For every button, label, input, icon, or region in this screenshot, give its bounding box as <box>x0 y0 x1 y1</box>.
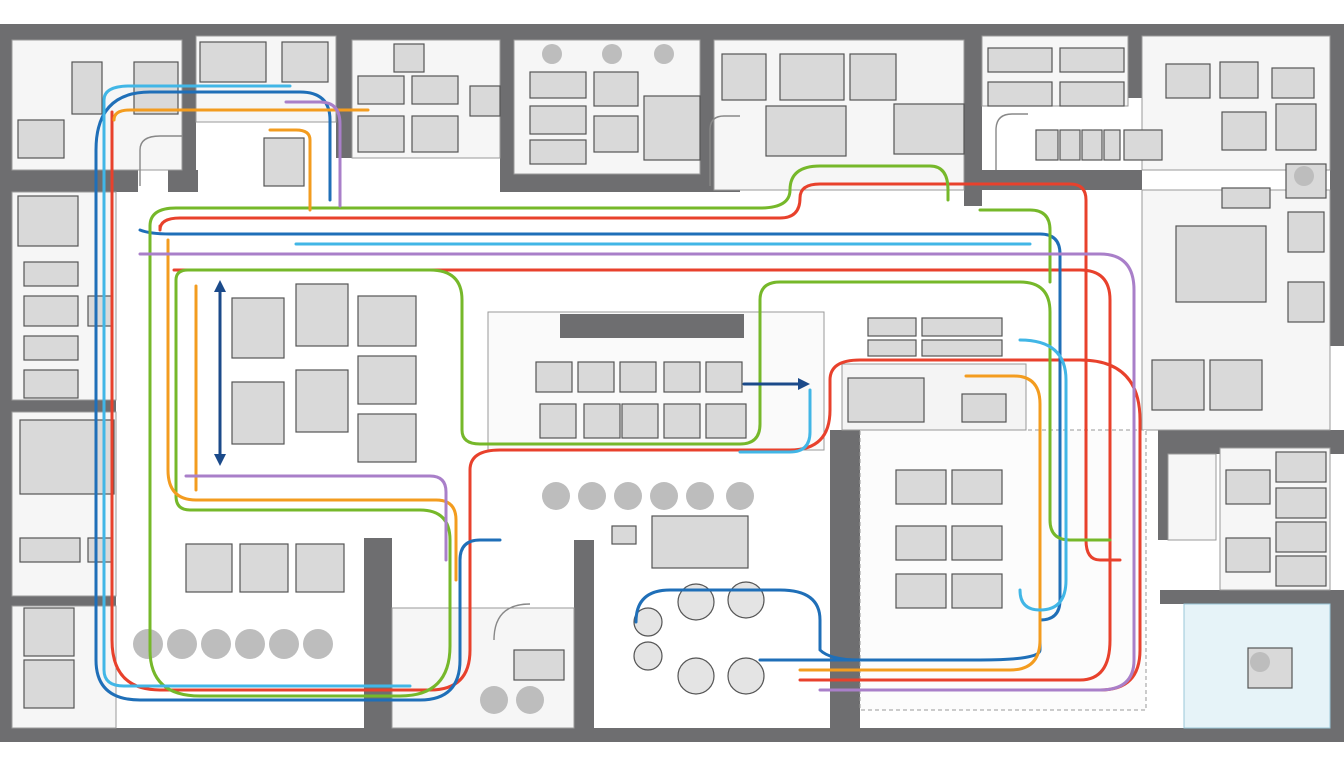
route-seating-loop <box>634 588 862 662</box>
route-red-inner <box>172 268 1112 682</box>
arrow-heads <box>214 280 810 466</box>
route-lightblue-top <box>102 84 292 102</box>
route-red-top <box>158 182 1122 562</box>
central-hall-header <box>560 314 744 338</box>
route-orange-2 <box>166 238 458 582</box>
route-lightblue-4 <box>1018 338 1068 612</box>
route-purple-top <box>284 100 342 208</box>
outer-wall-bottom <box>0 728 1344 742</box>
door-swings <box>139 113 1028 641</box>
route-blue-top <box>94 90 332 202</box>
route-lightblue-3 <box>738 388 812 454</box>
route-green-right <box>978 208 1052 284</box>
route-purple-2 <box>184 474 448 562</box>
route-orange-top <box>268 128 312 212</box>
seating-area <box>633 581 765 695</box>
route-orange-4 <box>798 374 1042 672</box>
plant-clusters <box>133 44 1314 714</box>
route-purple <box>138 252 1136 692</box>
route-green <box>148 164 950 228</box>
fixtures <box>17 41 1327 709</box>
routes <box>94 84 1142 702</box>
route-blue <box>94 148 502 702</box>
route-lightblue <box>102 98 412 688</box>
route-green-loop <box>148 224 1112 698</box>
route-orange <box>112 108 370 122</box>
